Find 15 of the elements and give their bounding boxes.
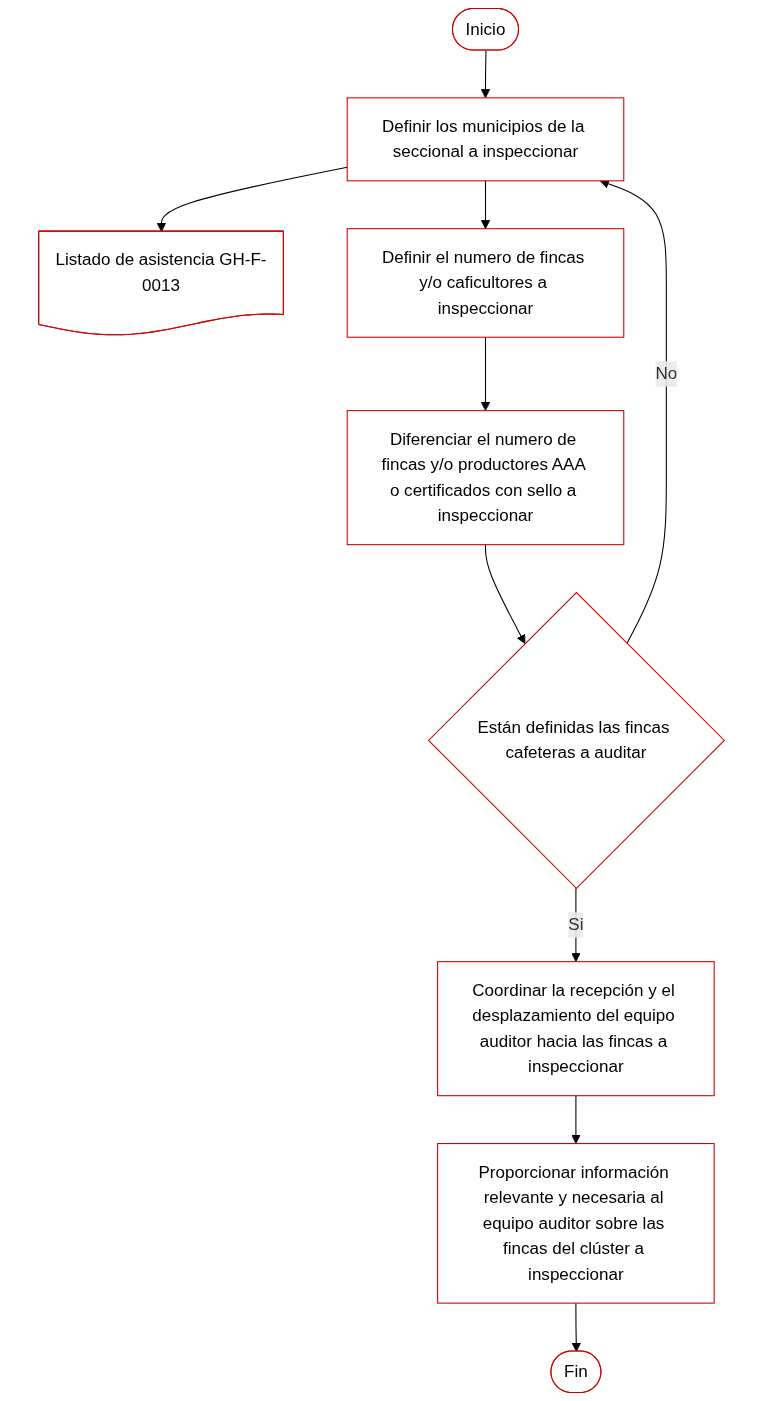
edge-label: Si — [568, 915, 584, 934]
edge-label: No — [655, 364, 678, 383]
node-box: Definir los municipios de la seccional a inspeccionar — [346, 97, 625, 182]
node-box: Proporcionar información relevante y necesaria al equipo auditor sobre las fincas del clúster a inspeccionar — [437, 1143, 715, 1304]
node-diamond: Están definidas las fincas cafeteras a auditar — [427, 591, 726, 889]
node-box: Definir el numero de fincas y/o caficultores a inspeccionar — [346, 228, 625, 338]
arrow — [571, 1095, 581, 1144]
arrow — [480, 50, 491, 99]
arrow — [480, 336, 491, 412]
arrow — [571, 1302, 581, 1352]
arrow — [480, 180, 491, 230]
arrow — [599, 179, 667, 645]
node-box: Coordinar la recepción y el desplazamiento del equipo auditor hacia las fincas a inspeccionar — [437, 961, 715, 1097]
arrow — [484, 544, 526, 644]
node-box: Diferenciar el numero de fincas y/o productores AAA o certificados con sello a inspeccionar — [346, 410, 625, 546]
